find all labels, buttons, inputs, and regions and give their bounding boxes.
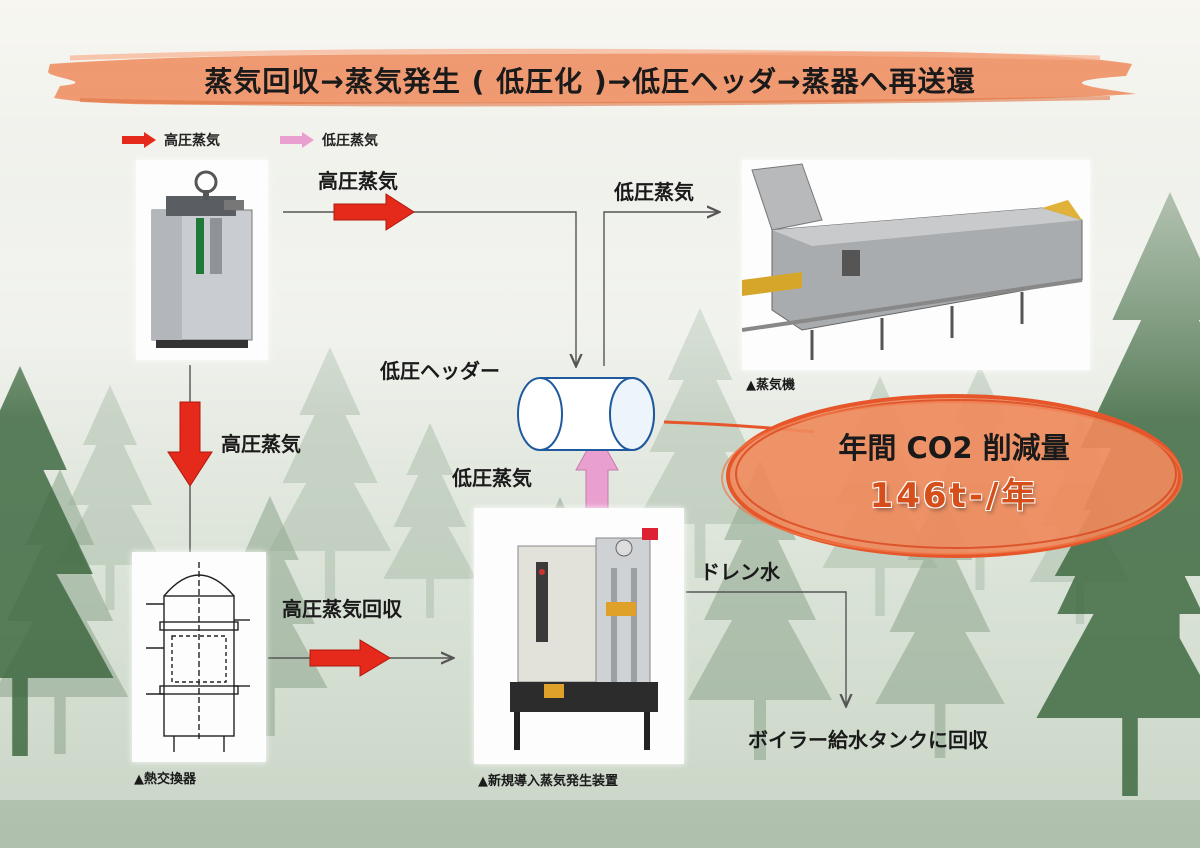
label-feedwater-tank: ボイラー給水タンクに回収 bbox=[748, 728, 988, 752]
steam-generator-caption: ▲新規導入蒸気発生装置 bbox=[478, 774, 618, 789]
label-boiler-right-steam: 高圧蒸気 bbox=[318, 169, 398, 193]
legend-low-pressure: 低圧蒸気 bbox=[278, 130, 378, 150]
legend-low-pressure-label: 低圧蒸気 bbox=[322, 133, 378, 149]
steam-generator-image bbox=[474, 508, 684, 764]
label-low-pressure-header: 低圧ヘッダー bbox=[380, 359, 500, 383]
label-drain-water: ドレン水 bbox=[700, 560, 780, 584]
title-banner bbox=[48, 48, 1136, 107]
low-pressure-header-icon bbox=[517, 377, 655, 451]
red-arrow-icon bbox=[122, 132, 156, 148]
heat-exchanger-image bbox=[132, 552, 266, 762]
high-pressure-arrow-right bbox=[333, 193, 415, 231]
legend-high-pressure: 高圧蒸気 bbox=[120, 130, 220, 150]
drain-line bbox=[686, 591, 846, 705]
boiler-image bbox=[136, 160, 268, 360]
header-to-steamer-line bbox=[603, 212, 718, 366]
boiler-icon bbox=[151, 170, 253, 348]
heat-exchanger-caption: ▲熱交換器 bbox=[134, 772, 196, 787]
steamer-machine-icon bbox=[741, 163, 1083, 360]
recovery-arrow-right bbox=[309, 639, 391, 677]
steam-generator-icon bbox=[510, 528, 658, 750]
label-steam-recovery: 高圧蒸気回収 bbox=[282, 597, 402, 621]
legend-high-pressure-label: 高圧蒸気 bbox=[164, 133, 220, 149]
steamer-image bbox=[741, 160, 1090, 370]
co2-reduction-value: 146t-/年 bbox=[869, 476, 1039, 516]
boiler-to-header-line bbox=[283, 211, 576, 365]
co2-badge-background bbox=[664, 394, 1183, 558]
label-generator-up-steam: 低圧蒸気 bbox=[452, 466, 532, 490]
steamer-caption: ▲蒸気機 bbox=[746, 378, 795, 393]
label-header-out-steam: 低圧蒸気 bbox=[614, 180, 694, 204]
pink-arrow-icon bbox=[280, 132, 314, 148]
heat-exchanger-icon bbox=[146, 562, 250, 752]
co2-reduction-title: 年間 CO2 削減量 bbox=[838, 431, 1070, 465]
high-pressure-arrow-down bbox=[167, 401, 213, 487]
page-title: 蒸気回収→蒸気発生 ( 低圧化 )→低圧ヘッダ→蒸器へ再送還 bbox=[204, 65, 976, 98]
label-boiler-down-steam: 高圧蒸気 bbox=[221, 432, 301, 456]
